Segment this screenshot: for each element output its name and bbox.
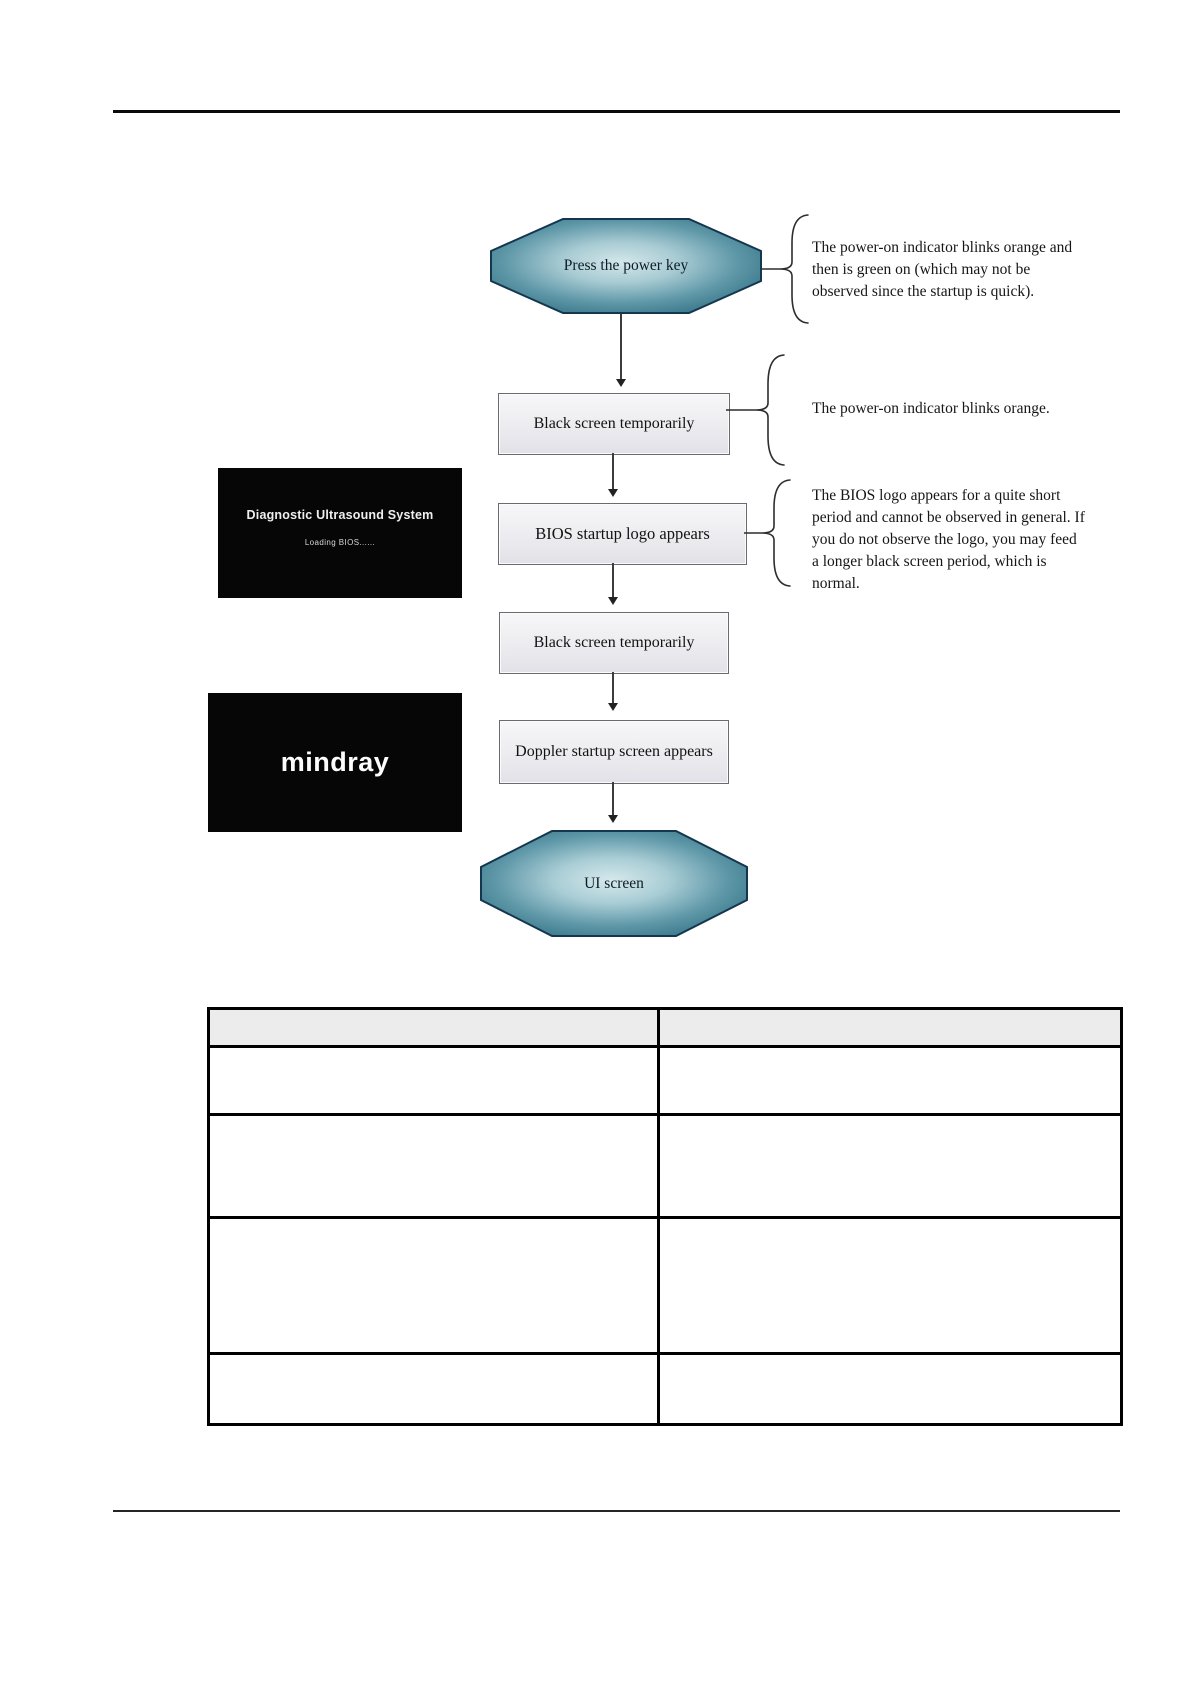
flow-node-label: Black screen temporarily [533,415,695,432]
annotation-brace [762,214,809,324]
table-cell [207,1045,660,1116]
table-row [207,1045,1123,1116]
flow-arrow [620,314,622,384]
table-cell [207,1352,660,1426]
table-cell [657,1045,1123,1116]
header-rule [113,110,1120,113]
table-header-row [207,1007,1123,1048]
flow-node-label: UI screen [584,874,644,892]
table-row [207,1216,1123,1355]
bios-screen-title: Diagnostic Ultrasound System [246,508,434,522]
table-cell [207,1113,660,1219]
flow-node-label: Doppler startup screen appears [515,743,713,760]
octagon-shape [490,218,762,314]
table-cell [657,1216,1123,1355]
flow-node-doppler-startup: Doppler startup screen appears [499,720,729,784]
flow-node-label: Press the power key [563,257,689,274]
flow-arrow [612,563,614,602]
octagon-shape [480,830,748,937]
bios-loading-text: Loading BIOS...... [304,538,376,547]
annotation-brace [744,479,791,587]
table-row [207,1352,1123,1426]
flow-node-ui-screen: UI screen [480,830,748,937]
annotation-indicator-orange: The power-on indicator blinks orange. [812,400,1050,417]
table-cell [207,1216,660,1355]
mindray-logo: mindray [280,747,390,777]
annotation-power-indicator: The power-on indicator blinks orange and… [812,239,1073,300]
flow-node-label: Black screen temporarily [533,634,695,651]
flow-arrow [612,782,614,820]
flow-node-label: BIOS startup logo appears [535,524,710,543]
table-cell [657,1113,1123,1219]
flow-node-black-screen-1: Black screen temporarily [498,393,730,455]
flow-node-bios-logo: BIOS startup logo appears [498,503,747,565]
annotation-bios-logo: The BIOS logo appears for a quite short … [812,487,1085,592]
flow-arrow [612,453,614,494]
table-row [207,1113,1123,1219]
bios-screen-thumbnail: Diagnostic Ultrasound System Loading BIO… [218,468,462,598]
status-table [207,1007,1123,1426]
table-header-cell [207,1007,660,1048]
table-header-cell [657,1007,1123,1048]
flow-node-press-power-key: Press the power key [490,218,762,314]
flow-arrow [612,672,614,708]
annotation-brace [726,354,785,466]
table-cell [657,1352,1123,1426]
footer-rule [113,1510,1120,1512]
doppler-screen-thumbnail: mindray [208,693,462,832]
flow-node-black-screen-2: Black screen temporarily [499,612,729,674]
